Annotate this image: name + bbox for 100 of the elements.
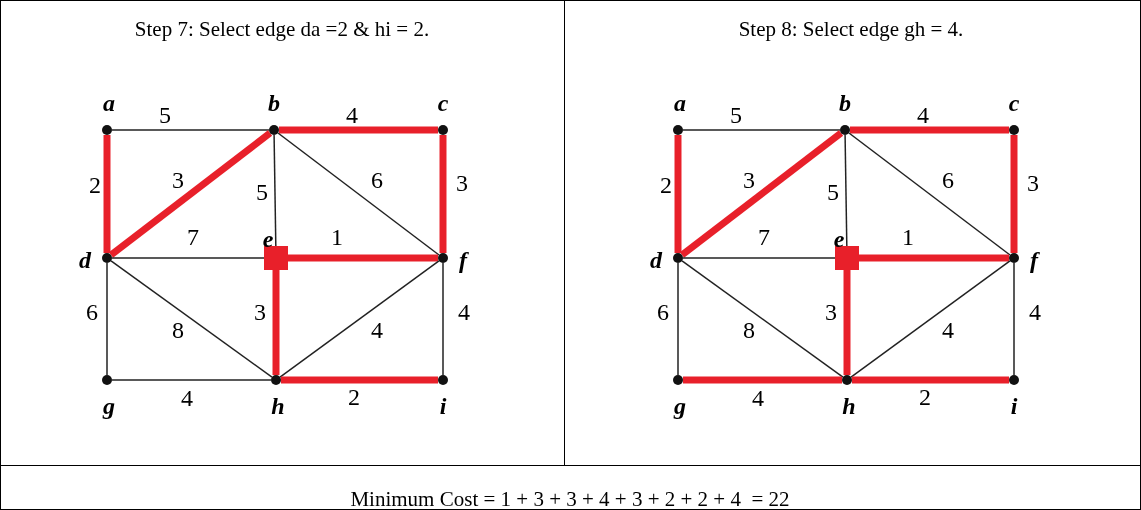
edge-label: 8	[172, 318, 184, 342]
edge-label: 3	[743, 168, 755, 192]
vertex-label: g	[674, 394, 686, 418]
graph-edge	[439, 135, 447, 253]
vertex-label: f	[459, 248, 467, 272]
graph-edge	[859, 254, 1009, 262]
graph-edge	[108, 130, 273, 258]
vertex-dot	[271, 375, 281, 385]
vertex-dot	[269, 125, 279, 135]
graph-edge	[682, 257, 836, 259]
graph-edge	[1013, 262, 1015, 376]
edge-label: 4	[458, 300, 470, 324]
edge-label: 3	[456, 171, 468, 195]
graph-edge	[111, 257, 265, 259]
edge-label: 4	[917, 103, 929, 127]
vertex-dot	[102, 375, 112, 385]
graph-edge	[682, 129, 841, 131]
edge-label: 7	[758, 225, 770, 249]
edge-label: 3	[254, 300, 266, 324]
graph-edge	[111, 379, 272, 381]
edge-label: 6	[86, 300, 98, 324]
graph-edge	[1010, 135, 1018, 253]
edge-label: 4	[752, 386, 764, 410]
graph-edge	[674, 135, 682, 253]
graph-edge	[279, 260, 440, 378]
graph-edge	[679, 130, 844, 258]
graph-edge	[273, 134, 277, 247]
vertex-square	[264, 246, 288, 270]
vertex-label: h	[271, 394, 285, 418]
edge-label: 4	[181, 386, 193, 410]
edge-label: 1	[331, 225, 343, 249]
vertex-dot	[840, 125, 850, 135]
edge-label: 4	[1029, 300, 1041, 324]
graph-edge	[281, 376, 438, 384]
vertex-dot	[102, 125, 112, 135]
vertex-dot	[438, 375, 448, 385]
vertex-label: i	[439, 394, 447, 418]
vertex-dot	[1009, 125, 1019, 135]
vertex-label: e	[262, 227, 274, 251]
edge-label: 7	[187, 225, 199, 249]
vertex-dot	[673, 253, 683, 263]
vertex-label: c	[437, 91, 449, 115]
vertex-dot	[102, 253, 112, 263]
vertex-square	[835, 246, 859, 270]
graph-edge	[106, 262, 108, 376]
edge-label: 2	[348, 385, 360, 409]
vertex-label: f	[1030, 248, 1038, 272]
graph-edge	[844, 134, 848, 247]
vertex-label: h	[842, 394, 856, 418]
vertex-label: b	[268, 91, 280, 115]
graph-edge	[850, 260, 1011, 378]
edge-label: 8	[743, 318, 755, 342]
vertex-dot	[673, 125, 683, 135]
graph-edge	[677, 262, 679, 376]
edge-label: 2	[660, 173, 672, 197]
vertex-dot	[438, 253, 448, 263]
edge-label: 2	[89, 173, 101, 197]
edge-label: 1	[902, 225, 914, 249]
graph-edge	[681, 260, 844, 378]
edge-label: 5	[730, 103, 742, 127]
edge-label: 3	[172, 168, 184, 192]
vertex-label: c	[1008, 91, 1020, 115]
edge-label: 6	[657, 300, 669, 324]
edge-label: 4	[346, 103, 358, 127]
cell-caption: Minimum Cost = 1 + 3 + 3 + 4 + 3 + 2 + 2 + 4 = 22	[350, 487, 790, 510]
edge-label: 6	[942, 168, 954, 192]
vertex-dot	[1009, 375, 1019, 385]
edge-label: 4	[371, 318, 383, 342]
graph-edge	[850, 126, 1009, 134]
vertex-dot	[1009, 253, 1019, 263]
graph-edge	[683, 376, 842, 384]
vertex-label: a	[103, 91, 115, 115]
edge-label: 5	[159, 103, 171, 127]
edge-label: 3	[1027, 171, 1039, 195]
vertex-label: i	[1010, 394, 1018, 418]
vertex-label: a	[674, 91, 686, 115]
vertex-dot	[842, 375, 852, 385]
vertex-dot	[438, 125, 448, 135]
graph-edge	[843, 270, 851, 375]
edge-label: 5	[256, 180, 268, 204]
vertex-label: d	[650, 248, 662, 272]
vertex-label: b	[839, 91, 851, 115]
graph-edge	[103, 135, 111, 253]
graph-edge	[852, 376, 1009, 384]
edge-label: 4	[942, 318, 954, 342]
edge-label: 2	[919, 385, 931, 409]
graph-edge	[288, 254, 438, 262]
cell-caption: Step 8: Select edge gh = 4.	[738, 17, 964, 42]
edge-label: 6	[371, 168, 383, 192]
vertex-label: g	[103, 394, 115, 418]
graph-edge	[277, 132, 440, 256]
graph-edge	[442, 262, 444, 376]
edge-label: 5	[827, 180, 839, 204]
graph-edge	[279, 126, 438, 134]
graph-edge	[848, 132, 1011, 256]
cell-caption: Step 7: Select edge da =2 & hi = 2.	[134, 17, 430, 42]
graph-edge	[111, 129, 270, 131]
vertex-dot	[673, 375, 683, 385]
graph-edge	[272, 270, 280, 375]
edge-label: 3	[825, 300, 837, 324]
